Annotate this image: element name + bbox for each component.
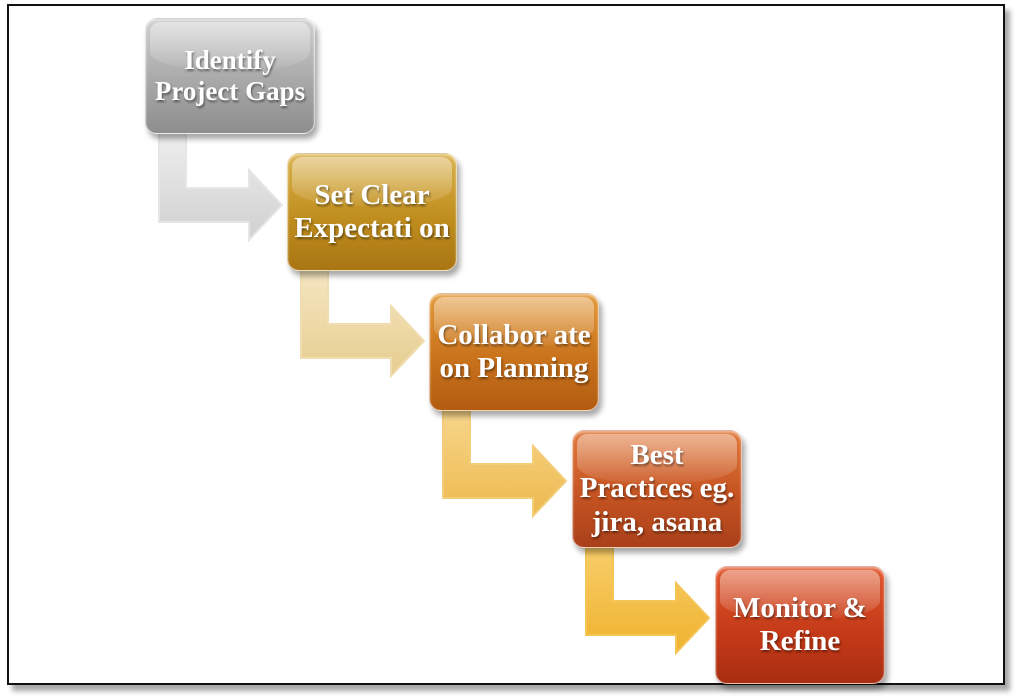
step-label: Monitor & Refine — [733, 591, 867, 657]
connector-arrow-3 — [442, 408, 568, 519]
connector-arrow-1 — [158, 132, 284, 243]
connector-arrow-4 — [585, 545, 711, 656]
step-identify-project-gaps: Identify Project Gaps — [145, 18, 315, 134]
step-label: Set Clear Expectati on — [294, 178, 450, 244]
step-monitor-refine: Monitor & Refine — [715, 566, 885, 684]
step-set-clear-expectation: Set Clear Expectati on — [287, 153, 457, 271]
step-label: Identify Project Gaps — [154, 44, 306, 106]
step-collaborate-on-planning: Collabor ate on Planning — [429, 293, 599, 411]
connector-arrow-2 — [300, 268, 426, 379]
diagram-frame: Identify Project Gaps Set Clear Expectat… — [7, 4, 1005, 685]
step-best-practices: Best Practices eg. jira, asana — [572, 430, 742, 548]
step-label: Best Practices eg. jira, asana — [579, 438, 735, 538]
step-label: Collabor ate on Planning — [437, 318, 591, 384]
